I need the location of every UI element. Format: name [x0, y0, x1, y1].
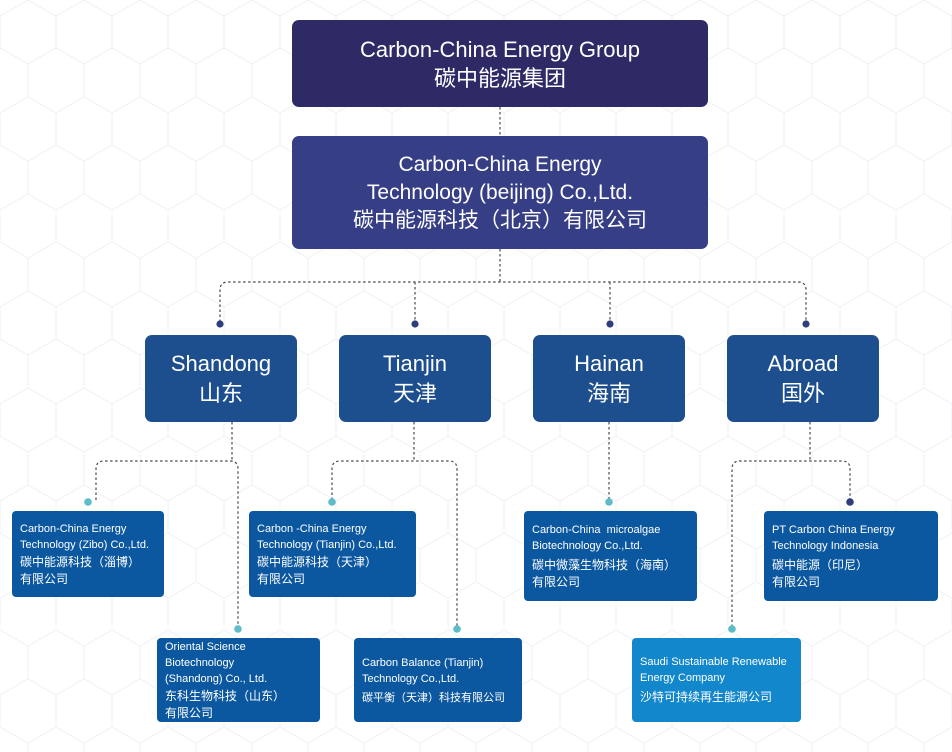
company-name-cn-1: 碳中能源科技（天津） — [257, 554, 378, 569]
company-saudi: Saudi Sustainable Renewable Energy Compa… — [632, 638, 801, 722]
company-name-cn-2: 有限公司 — [772, 574, 821, 589]
tech-name-cn: 碳中能源科技（北京）有限公司 — [353, 208, 647, 232]
region-label-cn: 海南 — [586, 380, 631, 406]
company-name-en-2: Technology Co.,Ltd. — [362, 672, 460, 685]
group-box: Carbon-China Energy Group 碳中能源集团 — [292, 20, 708, 107]
region-label-en: Hainan — [574, 350, 644, 376]
company-name-en-2: Energy Company — [640, 672, 725, 684]
company-name-en-1: Saudi Sustainable Renewable — [640, 656, 787, 668]
region-tianjin: Tianjin 天津 — [339, 335, 491, 422]
region-shandong: Shandong 山东 — [145, 335, 297, 422]
region-hainan: Hainan 海南 — [533, 335, 685, 422]
region-label-cn: 国外 — [780, 380, 825, 406]
region-label-en: Shandong — [170, 350, 272, 376]
group-name-en: Carbon-China Energy Group — [359, 36, 641, 62]
company-name-cn-2: 有限公司 — [257, 571, 306, 586]
company-name-en-1: Carbon-China Energy — [20, 522, 127, 535]
company-indonesia: PT Carbon China Energy Technology Indone… — [764, 511, 938, 601]
company-name-cn-1: 碳中微藻生物科技（海南） — [532, 557, 677, 572]
company-name-cn-1: 碳中能源（印尼） — [772, 557, 869, 572]
company-name-cn-2: 有限公司 — [532, 574, 581, 589]
region-label-en: Tianjin — [383, 350, 447, 376]
company-name-en-1: PT Carbon China Energy — [772, 523, 895, 536]
region-label-cn: 山东 — [198, 380, 243, 406]
company-name-cn-1: 碳中能源科技（淄博） — [20, 554, 141, 569]
company-name-cn-2: 有限公司 — [165, 705, 214, 720]
tech-name-line2: Technology (beijing) Co.,Ltd. — [366, 180, 634, 204]
region-abroad: Abroad 国外 — [727, 335, 879, 422]
company-name-en-1: Oriental Science Biotechnology — [165, 640, 246, 669]
region-label-en: Abroad — [767, 350, 839, 376]
company-oriental-science: Oriental Science Biotechnology (Shandong… — [157, 638, 320, 722]
region-label-cn: 天津 — [392, 380, 437, 406]
company-name-en-1: Carbon -China Energy — [257, 522, 367, 535]
company-hainan-microalgae: Carbon-China microalgae Biotechnology Co… — [524, 511, 697, 601]
company-name-cn-1: 东科生物科技（山东） — [165, 688, 286, 703]
company-tianjin-energy: Carbon -China Energy Technology (Tianjin… — [249, 511, 416, 597]
tech-company-box: Carbon-China Energy Technology (beijing)… — [292, 136, 708, 249]
company-name-en-1: Carbon-China microalgae — [532, 523, 661, 536]
company-name-cn-2: 有限公司 — [20, 571, 69, 586]
tech-name-line1: Carbon-China Energy — [398, 152, 602, 176]
company-name-en-2: Technology Indonesia — [772, 539, 879, 552]
company-zibo: Carbon-China Energy Technology (Zibo) Co… — [12, 511, 164, 597]
company-carbon-balance: Carbon Balance (Tianjin) Technology Co.,… — [354, 638, 522, 722]
company-name-en-2: Biotechnology Co.,Ltd. — [532, 539, 643, 552]
company-name-cn-1: 沙特可持续再生能源公司 — [640, 690, 773, 704]
company-name-en-2: Technology (Tianjin) Co.,Ltd. — [257, 538, 397, 551]
group-name-cn: 碳中能源集团 — [433, 65, 566, 91]
company-name-en-2: (Shandong) Co., Ltd. — [165, 672, 268, 685]
company-name-en-2: Technology (Zibo) Co.,Ltd. — [20, 538, 150, 551]
company-name-cn-1: 碳平衡（天津）科技有限公司 — [362, 691, 505, 704]
company-name-en-1: Carbon Balance (Tianjin) — [362, 656, 484, 669]
